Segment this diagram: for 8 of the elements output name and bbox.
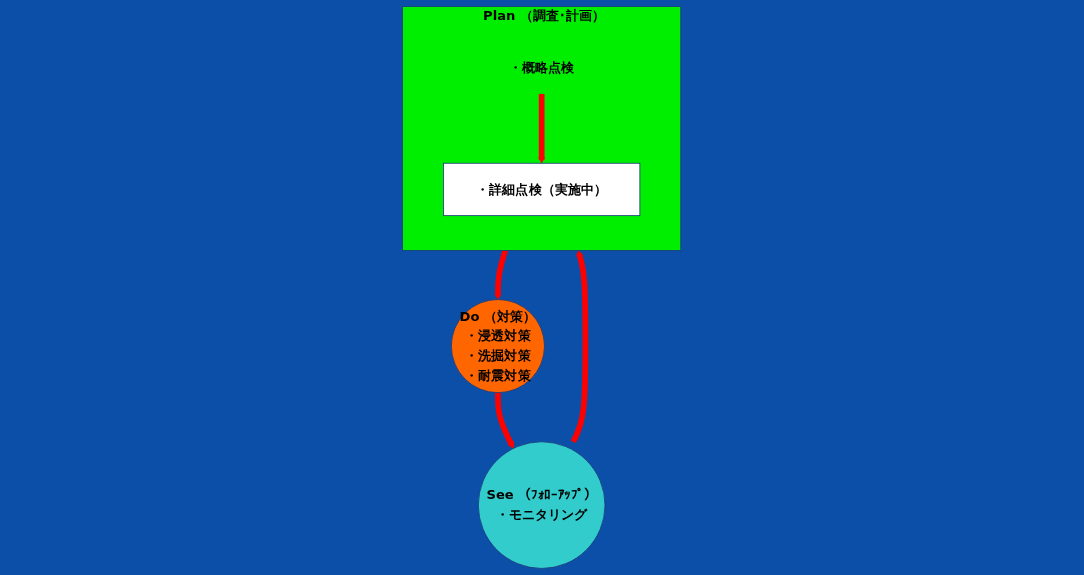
node-circle: See （ﾌｫﾛｰｱｯﾌﾟ） ・モニタリング	[478, 441, 606, 569]
node-text: ・概略点検	[509, 59, 575, 75]
arrow	[494, 249, 509, 300]
arrow	[538, 93, 546, 164]
node-box: ・詳細点検（実施中）	[443, 162, 641, 217]
node-circle: Do （対策） ・浸透対策 ・洗掘対策 ・耐震対策	[451, 299, 546, 394]
arrow	[570, 250, 589, 444]
arrow	[495, 392, 515, 449]
